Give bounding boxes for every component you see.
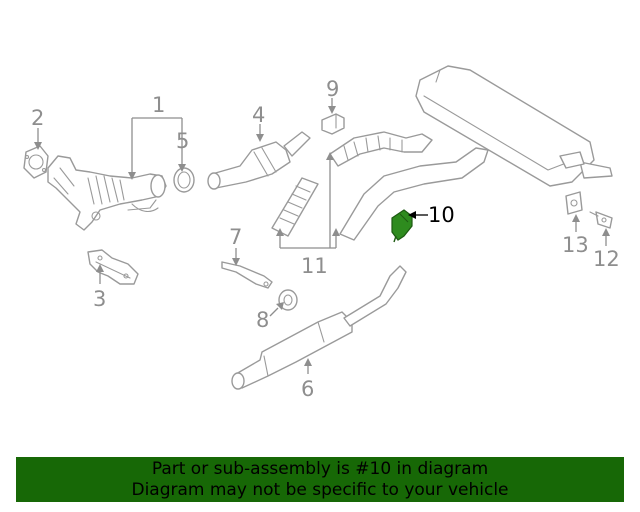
callout-9: 9	[326, 77, 339, 101]
callout-labels: 1 2 3 4 5 6 7 8 9 10 11 12 13	[31, 77, 620, 401]
callout-5: 5	[176, 129, 189, 153]
part-8-mount[interactable]	[278, 289, 298, 311]
callout-3: 3	[93, 287, 106, 311]
callout-8: 8	[256, 308, 269, 332]
callout-11: 11	[301, 254, 328, 278]
callout-1: 1	[152, 93, 165, 117]
banner-line-disclaimer: Diagram may not be specific to your vehi…	[131, 480, 509, 500]
part-3-heat-shield[interactable]	[87, 249, 139, 285]
part-6-resonator[interactable]	[231, 265, 407, 390]
part-13-insulator[interactable]	[565, 191, 583, 215]
part-10-exhaust-hanger[interactable]	[391, 209, 413, 243]
callout-10: 10	[428, 203, 455, 227]
part-11-flex-pipe[interactable]	[271, 131, 433, 237]
info-banner: Part or sub-assembly is #10 in diagram D…	[16, 457, 624, 502]
callout-6: 6	[301, 377, 314, 401]
part-12-bracket[interactable]	[589, 211, 613, 229]
part-9-hanger[interactable]	[321, 113, 345, 135]
part-7-bracket[interactable]	[221, 261, 273, 289]
callout-7: 7	[229, 225, 242, 249]
callout-4: 4	[252, 103, 265, 127]
part-2-gasket[interactable]	[23, 145, 49, 179]
callout-2: 2	[31, 106, 44, 130]
part-5-clamp[interactable]	[173, 167, 195, 193]
callout-13: 13	[562, 233, 589, 257]
leader-lines	[34, 98, 610, 374]
banner-line-part-number: Part or sub-assembly is #10 in diagram	[151, 459, 489, 479]
callout-12: 12	[593, 247, 620, 271]
part-1-catalytic-converter[interactable]	[47, 155, 167, 231]
part-4-front-converter[interactable]	[207, 131, 311, 190]
rear-muffler-assembly[interactable]	[339, 65, 613, 241]
exhaust-parts-diagram: 1 2 3 4 5 6 7 8 9 10 11 12 13	[23, 65, 620, 401]
